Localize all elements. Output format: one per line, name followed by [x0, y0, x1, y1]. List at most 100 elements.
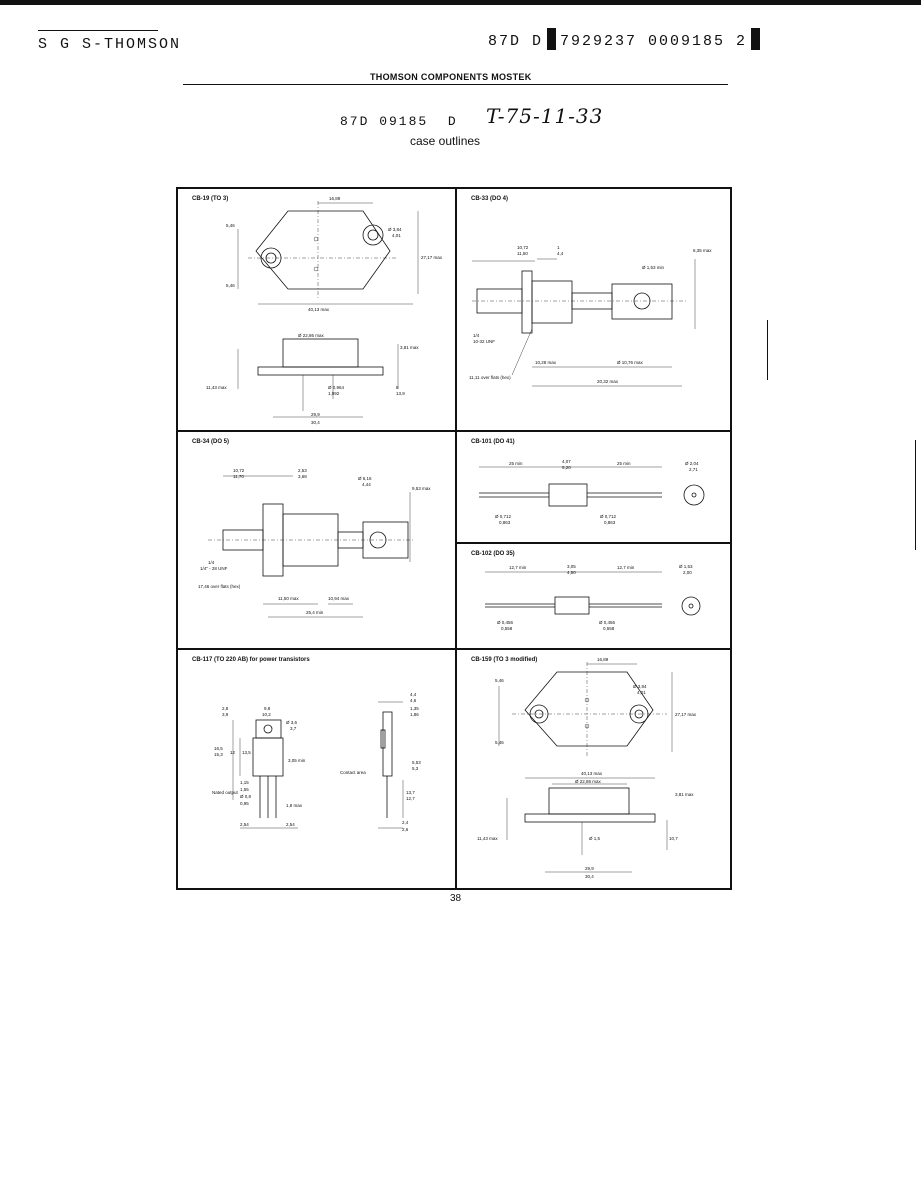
dim-label: 1/4" - 28 UNF	[200, 566, 228, 571]
dim-label: 1,86	[410, 712, 419, 717]
dim-label: 1/4	[208, 560, 215, 565]
dim-label: 2,4	[402, 820, 409, 825]
dim-label: 30,4	[585, 874, 594, 879]
dim-label: 25 min	[617, 461, 631, 466]
dim-label: 1,8 max	[286, 803, 303, 808]
dim-label: 2,8	[222, 706, 229, 711]
dim-label: 4,07	[562, 459, 571, 464]
dim-label: 3,9	[222, 712, 229, 717]
dim-label: 11,43 max	[477, 836, 498, 841]
dim-label: Ø 0,456	[497, 620, 514, 625]
dim-label: 12,7 min	[509, 565, 527, 570]
dim-label: 1/4	[473, 333, 480, 338]
panel-cb117: CB-117 (TO 220 AB) for power transistors…	[177, 649, 456, 889]
dim-label: 16,5	[214, 746, 223, 751]
dim-label: 3,68	[298, 474, 307, 479]
dim-label: 0,863	[499, 520, 511, 525]
dim-label: 10,72	[233, 468, 245, 473]
dim-label: Ø 1,5	[589, 836, 601, 841]
dim-label: Ø 2,04	[685, 461, 699, 466]
dim-label: 20,32 max	[597, 379, 619, 384]
dim-label: 1,35	[410, 706, 419, 711]
dim-label: Ø 1,53	[679, 564, 693, 569]
dim-label: 4,4	[557, 251, 564, 256]
dim-label: Ø 0,712	[600, 514, 617, 519]
dim-label: 6,35 max	[693, 248, 712, 253]
dim-label: 5,46	[495, 740, 504, 745]
dim-label: 10,7	[669, 836, 678, 841]
dim-label: 2,71	[689, 467, 698, 472]
dim-label: 1,15	[240, 780, 249, 785]
dim-label: 29,9	[585, 866, 594, 871]
cb19-drawing: 16,89 5,46 5,46 Ø 3,84 4,01 27,17 max 40…	[206, 196, 443, 425]
dim-label: 15,3	[214, 752, 223, 757]
dim-label: 3,7	[290, 726, 297, 731]
dim-label: Ø 22,86 max	[575, 779, 602, 784]
dim-label: 9,8	[264, 706, 271, 711]
dim-label: 25 min	[509, 461, 523, 466]
dim-label: 12,7 min	[617, 565, 635, 570]
doc-number: 87D 09185 D	[340, 114, 458, 129]
margin-mark	[767, 320, 768, 380]
dim-label: 4,44	[362, 482, 371, 487]
dim-label: 10-32 UNF	[473, 339, 495, 344]
panel-title: CB-33 (DO 4)	[471, 196, 509, 202]
dim-label: 10,2	[262, 712, 271, 717]
header-left-text: S G S-THOMSON	[38, 36, 182, 53]
dim-label: 1,092	[328, 391, 340, 396]
dim-label: 5,46	[226, 283, 235, 288]
panel-title: CB-19 (TO 3)	[192, 196, 229, 202]
dim-label: Ø 0,456	[599, 620, 616, 625]
dim-label: 11,43 max	[206, 385, 227, 390]
dim-label: 5,20	[562, 465, 571, 470]
header-rule	[38, 30, 158, 31]
dim-label: 10,72	[517, 245, 529, 250]
dim-label: 30,4	[311, 420, 320, 425]
dim-label: 0,558	[603, 626, 615, 631]
dim-label: 4,01	[392, 233, 401, 238]
dim-label: Contact area	[340, 770, 366, 775]
header-block-mark-end	[751, 28, 761, 50]
dim-label: 5,46	[495, 678, 504, 683]
dim-label: 3,81 max	[400, 345, 419, 350]
dim-label: 8	[396, 385, 399, 390]
dim-label: 27,17 max	[675, 712, 697, 717]
panel-title: CB-101 (DO 41)	[471, 439, 515, 445]
dim-label: 5,3	[412, 766, 419, 771]
dim-label: Ø 6,16	[358, 476, 372, 481]
dim-label: 11,50	[517, 251, 528, 256]
dim-label: 2,54	[240, 822, 249, 827]
dim-label: 3,81 max	[675, 792, 694, 797]
dim-label: 11,11 over flats (hex)	[469, 375, 511, 380]
dim-label: 29,9	[311, 412, 320, 417]
cb159-drawing: 16,89 5,46 5,46 Ø 3,84 4,01 27,17 max 40…	[477, 657, 697, 879]
dim-label: Nated output	[212, 790, 239, 795]
dim-label: 2,53	[298, 468, 307, 473]
dim-label: 5,53	[412, 760, 421, 765]
cb117-drawing: 2,8 3,9 9,8 10,2 Ø 3,6 3,7 16,5 15,3 12 …	[212, 692, 421, 832]
dim-label: 2,6	[402, 827, 409, 832]
top-border	[0, 0, 921, 5]
dim-label: 4,6	[410, 698, 417, 703]
dim-label: 3,05 min	[288, 758, 306, 763]
dim-label: 25,4 min	[306, 610, 324, 615]
dim-label: 4,4	[410, 692, 417, 697]
dim-label: 2,00	[683, 570, 692, 575]
doc-suffix: D	[447, 114, 458, 129]
dim-label: Ø 0,712	[495, 514, 512, 519]
page-number: 38	[450, 893, 462, 904]
dim-label: 9,53 max	[412, 486, 431, 491]
header-right-code: 87D D	[488, 33, 544, 50]
dim-label: 1,55	[240, 787, 249, 792]
dim-label: 4,50	[567, 570, 576, 575]
panel-cb101: CB-101 (DO 41) 25 min 4,07 5,20 25 min Ø…	[456, 431, 731, 543]
dim-label: 0,558	[501, 626, 513, 631]
panel-title: CB-117 (TO 220 AB) for power transistors	[192, 657, 310, 663]
handwritten-code: T-75-11-33	[486, 104, 604, 128]
edge-mark	[915, 440, 916, 550]
panel-title: CB-102 (DO 35)	[471, 551, 515, 557]
cb101-drawing: 25 min 4,07 5,20 25 min Ø 2,04 2,71 Ø 0,…	[479, 459, 705, 525]
dim-label: 0,863	[604, 520, 616, 525]
dim-label: 1	[557, 245, 560, 250]
dim-label: 13,7	[406, 790, 415, 795]
